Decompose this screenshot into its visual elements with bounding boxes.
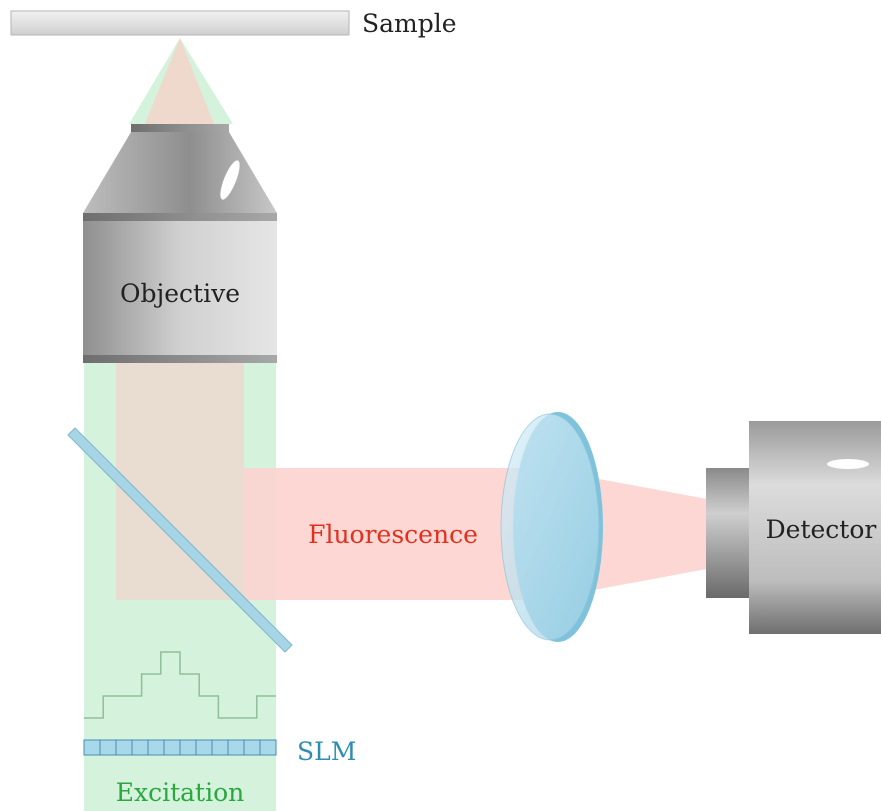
dichroic-mirror-plate <box>67 427 293 653</box>
objective-middle-ring <box>83 213 277 221</box>
objective: Objective <box>83 124 277 363</box>
detector: Detector <box>706 421 881 634</box>
objective-label: Objective <box>120 279 240 308</box>
fluorescence-beam-cone <box>145 38 214 124</box>
detector-label: Detector <box>766 515 877 544</box>
sample-slide <box>10 10 350 36</box>
detector-nose <box>706 468 752 598</box>
fluorescence-beam-vertical <box>116 362 244 600</box>
detector-highlight-icon <box>827 459 869 469</box>
slm <box>83 739 277 756</box>
phase-profile <box>84 651 276 719</box>
detector-body <box>749 421 881 634</box>
fluorescence-label: Fluorescence <box>308 520 478 549</box>
objective-body <box>83 221 277 355</box>
sample: Sample <box>10 9 457 38</box>
dichroic-mirror <box>67 427 293 653</box>
phase-profile-line <box>84 651 276 719</box>
lens-face <box>500 413 600 641</box>
objective-bottom-ring <box>83 355 277 363</box>
objective-cone <box>83 132 277 213</box>
objective-top-ring <box>131 124 229 132</box>
lens <box>500 412 603 642</box>
objective-highlight-icon <box>220 160 240 200</box>
slm-label: SLM <box>297 737 356 766</box>
excitation-label: Excitation <box>116 778 245 807</box>
sample-label: Sample <box>362 9 457 38</box>
